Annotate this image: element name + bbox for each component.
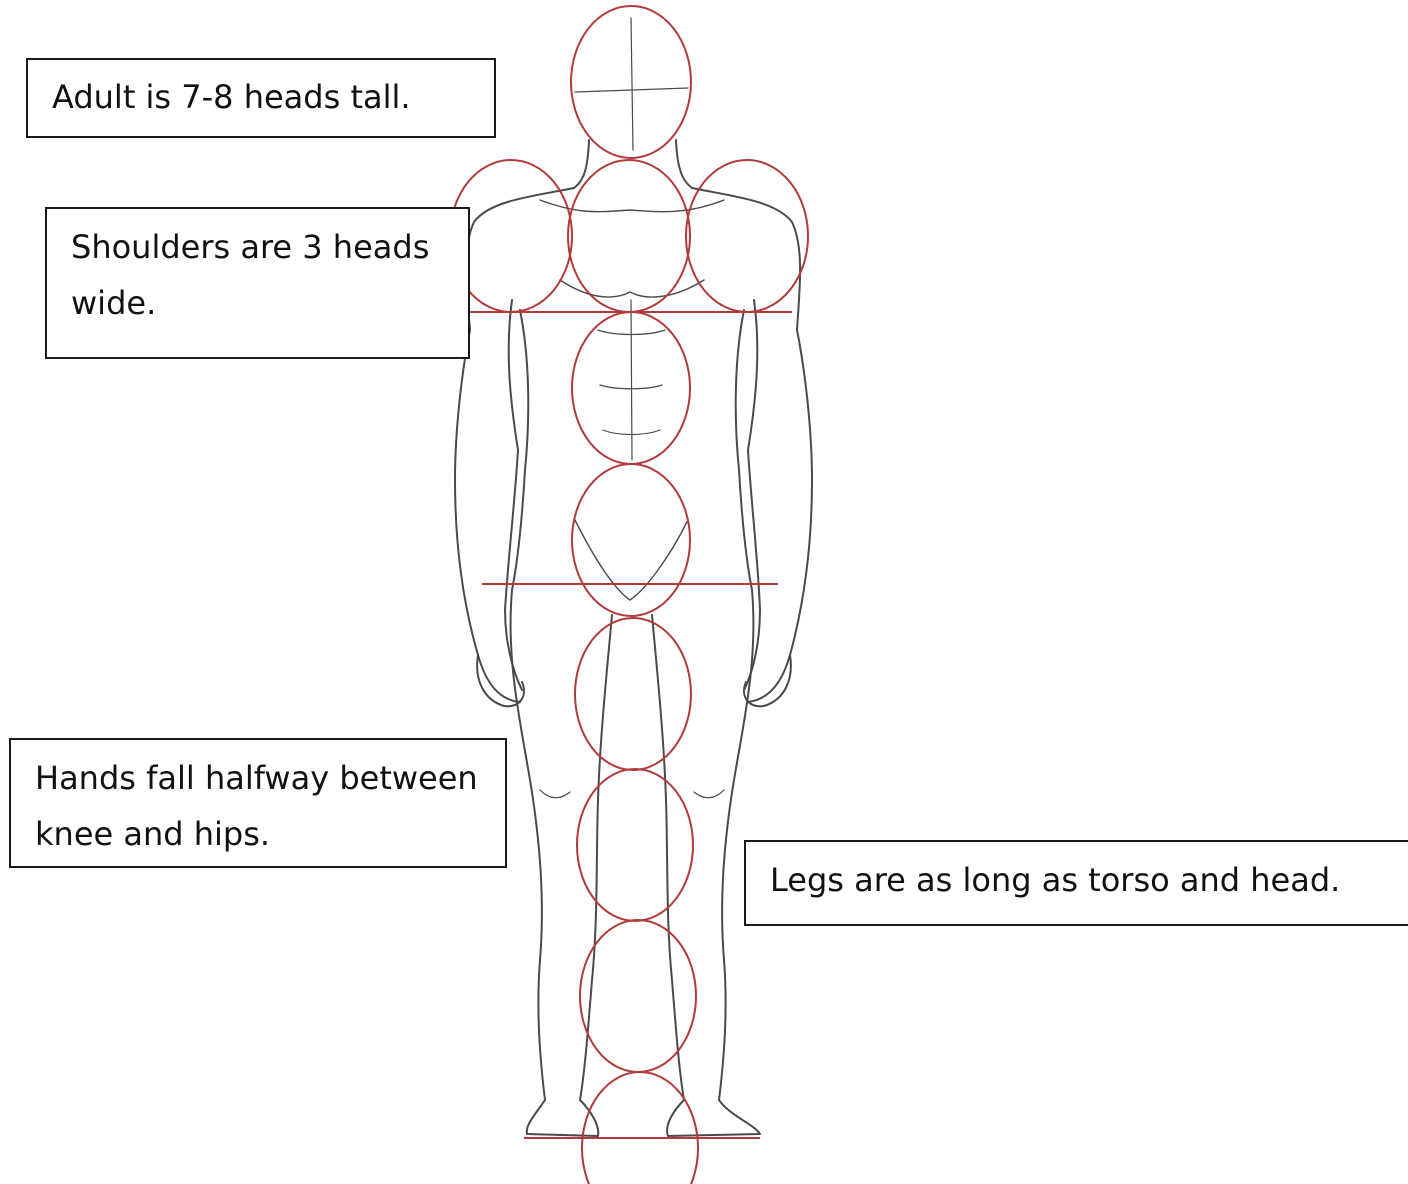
leg-oval-3 <box>580 920 696 1072</box>
note-legs: Legs are as long as torso and head. <box>744 840 1408 926</box>
leg-oval-4 <box>582 1072 698 1184</box>
note-hands: Hands fall halfway between knee and hips… <box>9 738 507 868</box>
note-height: Adult is 7-8 heads tall. <box>26 58 496 138</box>
shoulder-circle-right <box>686 160 808 312</box>
proportion-guides <box>450 6 808 1184</box>
note-shoulders: Shoulders are 3 heads wide. <box>45 207 470 359</box>
shoulder-circle-center <box>568 160 690 312</box>
torso-oval-2 <box>572 464 690 616</box>
leg-oval-1 <box>575 618 691 770</box>
leg-oval-2 <box>577 769 693 921</box>
body-sketch <box>455 18 812 1136</box>
